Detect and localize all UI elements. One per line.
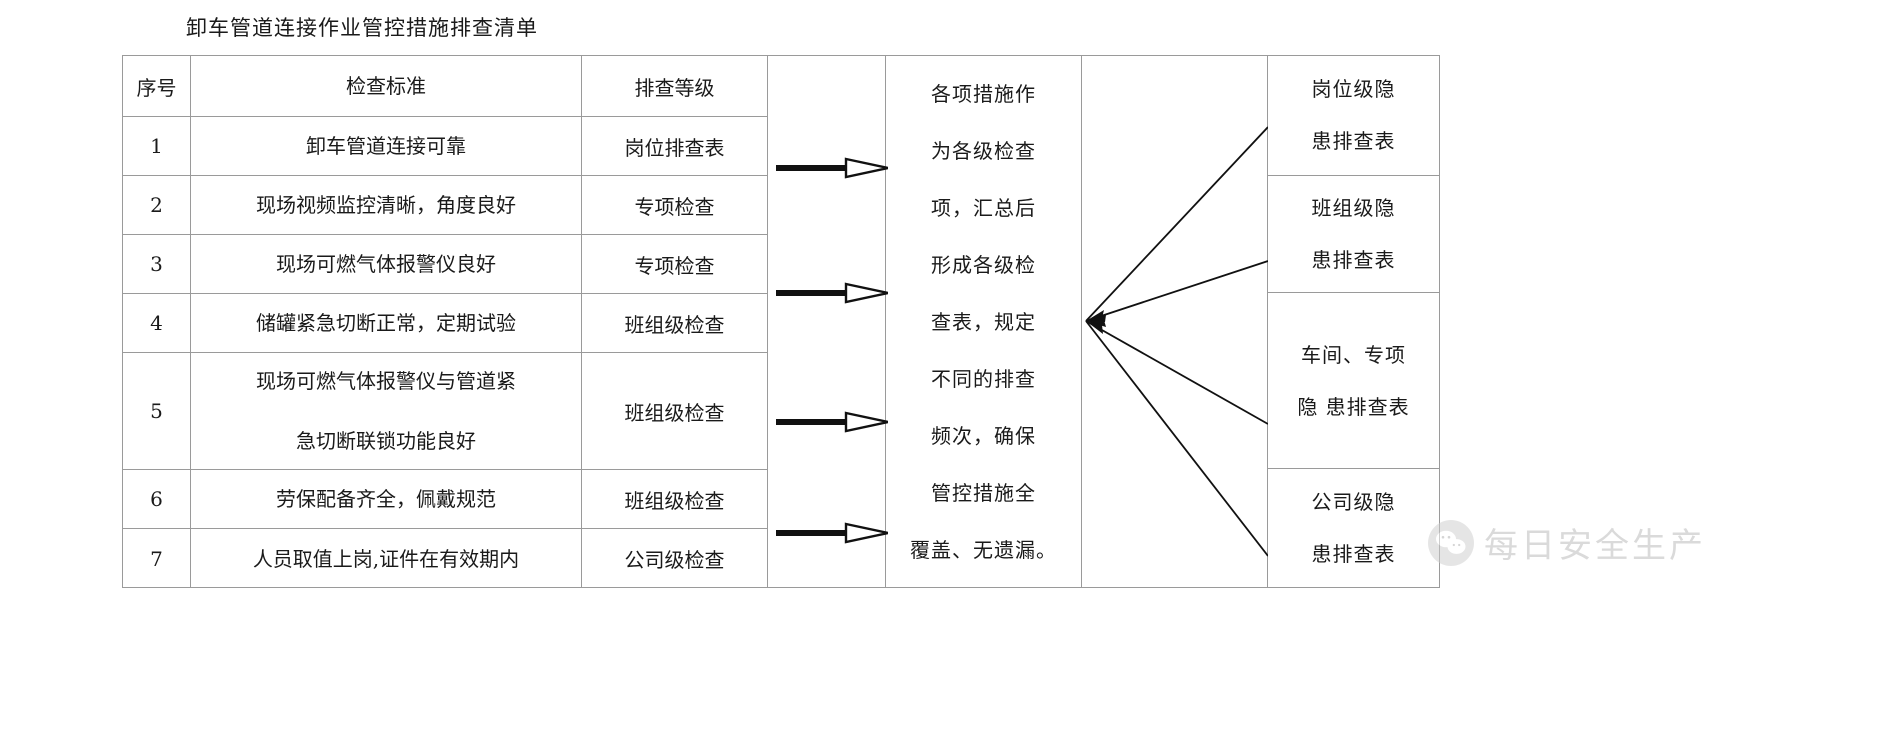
row-standard: 卸车管道连接可靠 bbox=[191, 117, 582, 175]
row-no: 4 bbox=[123, 294, 191, 352]
row-level: 公司级检查 bbox=[624, 548, 725, 572]
row-no: 2 bbox=[123, 176, 191, 234]
table-row: 6 劳保配备齐全，佩戴规范 班组级检查 bbox=[123, 470, 767, 529]
statement-line: 为各级检查 bbox=[931, 139, 1036, 163]
table-row: 3 现场可燃气体报警仪良好 专项检查 bbox=[123, 235, 767, 294]
table-row: 5 现场可燃气体报警仪与管道紧 急切断联锁功能良好 班组级检查 bbox=[123, 353, 767, 470]
right-arrow-open-head-icon bbox=[776, 282, 888, 304]
row-level: 班组级检查 bbox=[624, 488, 725, 513]
row-no: 5 bbox=[123, 353, 191, 469]
row-standard: 储罐紧急切断正常，定期试验 bbox=[191, 294, 582, 352]
row-no: 7 bbox=[123, 529, 191, 588]
output-boxes: 岗位级隐 患排查表 班组级隐 患排查表 车间、专项 隐 患排查表 公司级隐 患排… bbox=[1268, 56, 1439, 587]
table-row: 7 人员取值上岗,证件在有效期内 公司级检查 bbox=[123, 529, 767, 588]
row-level: 班组级检查 bbox=[624, 312, 725, 337]
wechat-icon bbox=[1428, 519, 1474, 566]
row-level: 岗位排查表 bbox=[624, 135, 725, 160]
output-box: 班组级隐 患排查表 bbox=[1268, 176, 1439, 294]
column-header-no: 序号 bbox=[123, 56, 191, 116]
row-level: 专项检查 bbox=[634, 253, 715, 278]
arrow-gutter bbox=[768, 56, 888, 587]
statement-line: 覆盖、无遗漏。 bbox=[910, 538, 1057, 562]
column-header-standard: 检查标准 bbox=[191, 56, 582, 116]
watermark-label: 每日安全生产 bbox=[1484, 526, 1706, 566]
watermark: 每日安全生产 bbox=[1428, 518, 1706, 567]
row-standard: 人员取值上岗,证件在有效期内 bbox=[191, 529, 582, 588]
row-no: 1 bbox=[123, 117, 191, 175]
statement-line: 项，汇总后 bbox=[931, 196, 1036, 220]
checklist-table: 序号 检查标准 排查等级 1 卸车管道连接可靠 岗位排查表 2 现场视频监控清晰… bbox=[123, 56, 768, 588]
right-arrow-open-head-icon bbox=[776, 522, 888, 544]
table-row: 2 现场视频监控清晰，角度良好 专项检查 bbox=[123, 176, 767, 235]
wechat-glyph bbox=[1436, 530, 1466, 554]
row-standard: 现场可燃气体报警仪与管道紧 急切断联锁功能良好 bbox=[191, 353, 582, 469]
summary-statement: 各项措施作 为各级检查 项，汇总后 形成各级检 查表，规定 不同的排查 频次，确… bbox=[886, 56, 1082, 587]
row-no: 3 bbox=[123, 235, 191, 293]
table-header-row: 序号 检查标准 排查等级 bbox=[123, 56, 767, 117]
row-level: 班组级检查 bbox=[624, 400, 725, 425]
statement-line: 频次，确保 bbox=[931, 424, 1036, 448]
row-standard: 现场可燃气体报警仪良好 bbox=[191, 235, 582, 293]
output-box: 公司级隐 患排查表 bbox=[1311, 490, 1396, 567]
output-box: 车间、专项 隐 患排查表 bbox=[1268, 293, 1439, 470]
row-standard: 劳保配备齐全，佩戴规范 bbox=[191, 470, 582, 528]
table-row: 4 储罐紧急切断正常，定期试验 班组级检查 bbox=[123, 294, 767, 353]
right-arrow-open-head-icon bbox=[776, 411, 888, 433]
statement-line: 形成各级检 bbox=[931, 253, 1036, 277]
converging-arrows-icon bbox=[1085, 126, 1268, 557]
row-level: 专项检查 bbox=[634, 194, 715, 219]
statement-line: 不同的排查 bbox=[931, 367, 1036, 391]
statement-line: 管控措施全 bbox=[931, 481, 1036, 505]
row-no: 6 bbox=[123, 470, 191, 528]
statement-line: 各项措施作 bbox=[931, 82, 1036, 106]
converging-arrows bbox=[1082, 56, 1268, 587]
statement-line: 查表，规定 bbox=[931, 310, 1036, 334]
row-standard: 现场视频监控清晰，角度良好 bbox=[191, 176, 582, 234]
page-title: 卸车管道连接作业管控措施排查清单 bbox=[186, 16, 538, 40]
table-row: 1 卸车管道连接可靠 岗位排查表 bbox=[123, 117, 767, 176]
diagram-frame: 序号 检查标准 排查等级 1 卸车管道连接可靠 岗位排查表 2 现场视频监控清晰… bbox=[122, 55, 1440, 588]
right-arrow-open-head-icon bbox=[776, 157, 888, 179]
column-header-level: 排查等级 bbox=[634, 75, 715, 100]
output-box: 岗位级隐 患排查表 bbox=[1268, 56, 1439, 176]
